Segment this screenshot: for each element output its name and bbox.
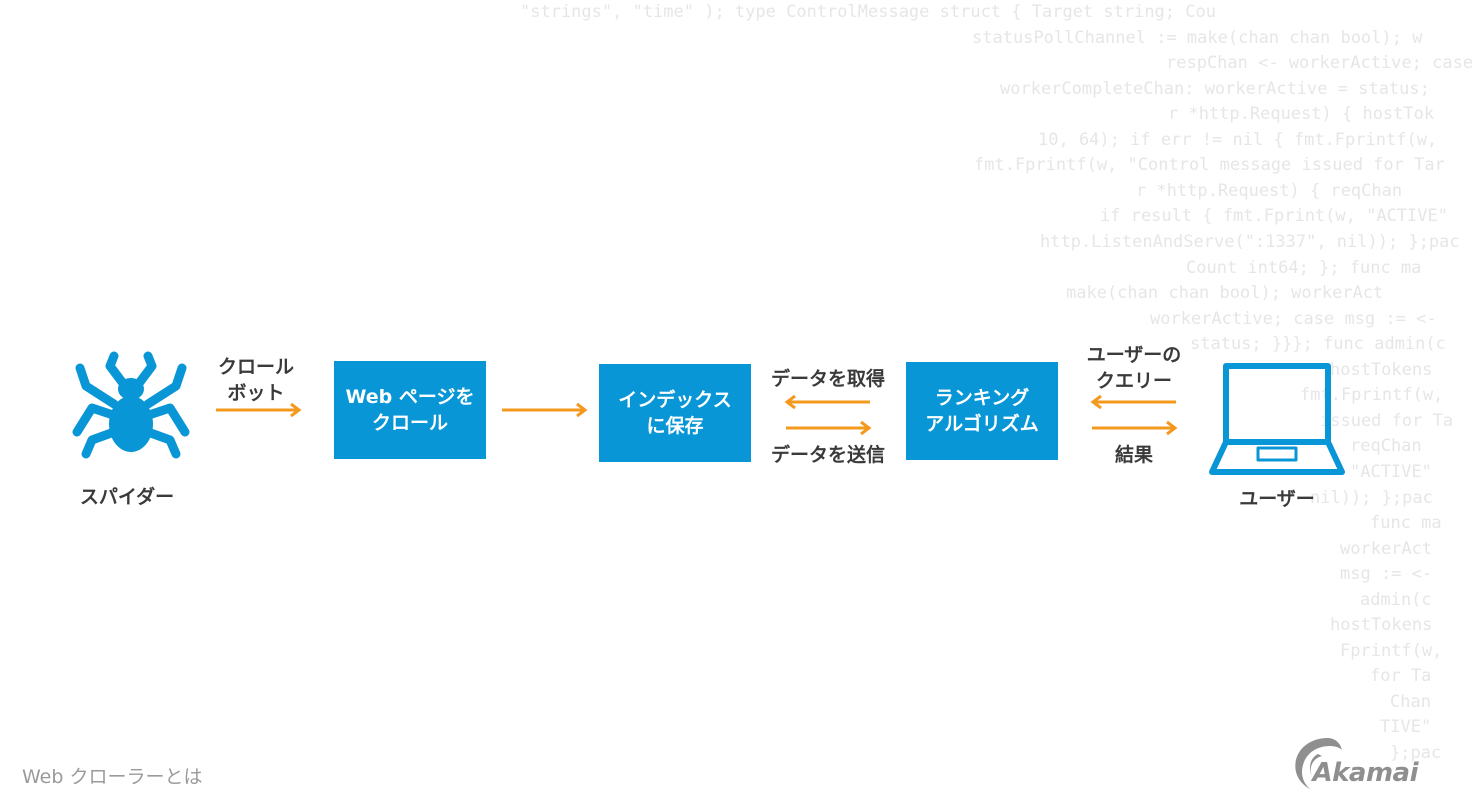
code-line: Count int64; }; func ma [1186,258,1422,278]
code-line: make(chan chan bool); workerAct [1066,283,1384,303]
code-line: workerActive; case msg := <- [1150,309,1437,329]
code-line: Fprintf(w, [1340,641,1443,661]
laptop-icon [1209,363,1345,475]
code-line: "strings", "time" ); type ControlMessage… [520,2,1216,22]
akamai-logo: Akamai [1268,730,1418,792]
save-to-index-box: インデックス に保存 [599,364,751,462]
crawl-bot-label-line1: クロール [217,356,294,378]
crawl-web-pages-box: Web ページを クロール [334,361,486,459]
crawl-bot-label-line2: ボット [227,382,285,404]
spider-label: スパイダー [79,486,175,508]
result-label: 結果 [1114,444,1153,466]
code-line: 10, 64); if err != nil { fmt.Fprintf(w, [1038,130,1438,150]
crawl-box-line1: Web ページを [345,386,475,408]
index-box-line1: インデックス [618,389,732,411]
arrow-ranking-to-index [784,394,870,410]
ranking-box-line1: ランキング [934,387,1030,409]
code-line: func ma [1370,513,1442,533]
ranking-algorithm-box: ランキング アルゴリズム [906,362,1058,460]
user-label: ユーザー [1239,488,1315,510]
arrow-crawl-to-index [502,402,588,418]
arrow-ranking-to-user [1092,420,1178,436]
user-query-label: ユーザーの クエリー [1074,342,1194,394]
code-line: Chan [1390,692,1431,712]
code-line: r *http.Request) { hostTok [1168,104,1435,124]
page-title: Web クローラーとは [22,766,203,788]
user-query-line2: クエリー [1095,370,1172,392]
spider-icon [72,351,190,459]
code-line: if result { fmt.Fprint(w, "ACTIVE" [1100,206,1448,226]
akamai-wordmark: Akamai [1312,758,1418,788]
code-line: hostTokens [1330,615,1433,635]
send-data-label: データを送信 [770,444,885,466]
code-line: for Ta [1370,666,1432,686]
code-line: fmt.Fprintf(w, "Control message issued f… [974,155,1445,175]
code-line: reqChan [1350,436,1422,456]
code-line: workerAct [1340,539,1433,559]
code-line: workerCompleteChan: workerActive = statu… [1000,79,1430,99]
ranking-box-line2: アルゴリズム [925,413,1039,435]
arrow-index-to-ranking [786,420,872,436]
code-line: msg := <- [1340,564,1433,584]
user-query-line1: ユーザーの [1086,344,1182,366]
arrow-spider-to-crawl [216,402,302,418]
code-line: "ACTIVE" [1350,462,1432,482]
code-line: admin(c [1360,590,1432,610]
code-line: status; }}}; func admin(c [1190,334,1446,354]
akamai-swoosh-icon [1295,738,1342,789]
index-box-line2: に保存 [646,415,704,437]
code-line: http.ListenAndServe(":1337", nil)); };pa… [1040,232,1460,252]
arrow-user-to-ranking [1090,394,1176,410]
crawl-box-line2: クロール [371,412,448,434]
code-line: statusPollChannel := make(chan chan bool… [972,28,1423,48]
crawl-bot-label: クロール ボット [206,354,306,406]
code-line: r *http.Request) { reqChan [1136,181,1403,201]
get-data-label: データを取得 [770,368,885,390]
code-line: respChan <- workerActive; case [1166,53,1473,73]
